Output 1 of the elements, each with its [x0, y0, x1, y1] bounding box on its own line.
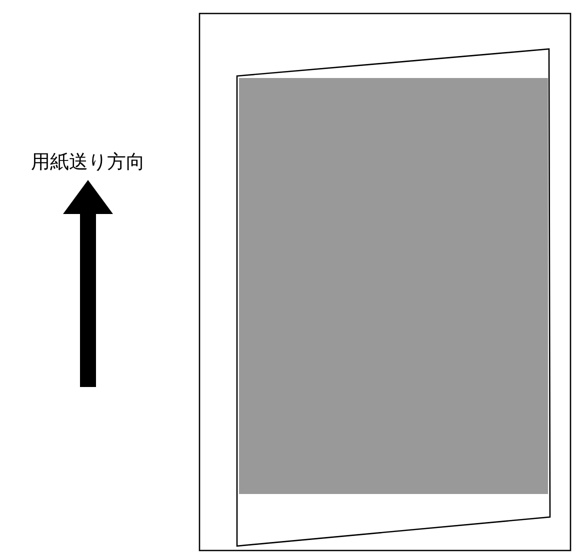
direction-label: 用紙送り方向	[30, 150, 146, 175]
